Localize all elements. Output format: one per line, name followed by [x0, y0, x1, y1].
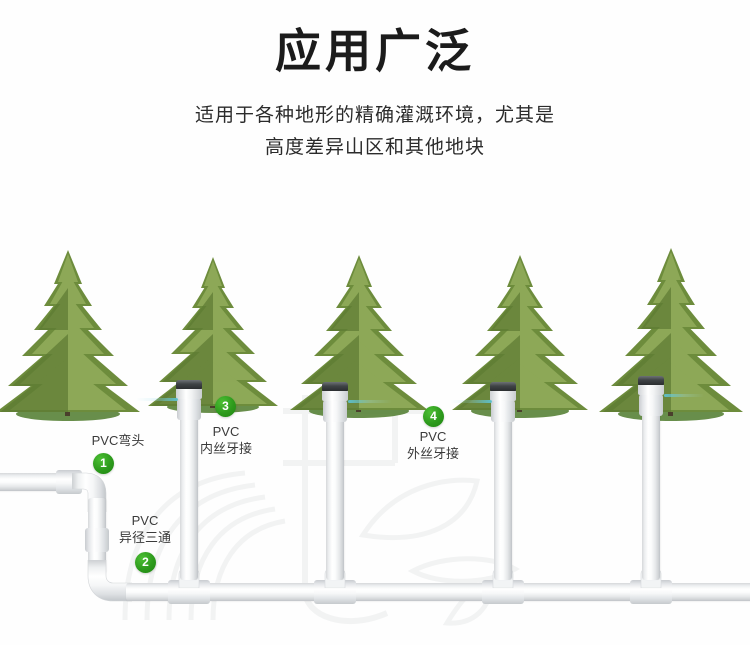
sprinkler-cap-4: [638, 376, 664, 385]
sprinkler-head-4: [638, 376, 664, 395]
callout-1-badge[interactable]: 1: [93, 453, 114, 474]
subtitle-line-2: 高度差异山区和其他地块: [264, 137, 485, 158]
callout-2-label-line-2: 异径三通: [118, 530, 171, 545]
tree-3: [288, 252, 430, 420]
callout-4-label-line-1: PVC: [419, 429, 447, 444]
riser-2-collar: [323, 400, 347, 422]
tree-2: [146, 254, 280, 416]
sprinkler-cap-2: [322, 382, 348, 391]
callout-3-label-line-1: PVC: [212, 424, 240, 439]
sprinkler-head-1: [176, 380, 202, 399]
sprinkler-body-4: [638, 385, 664, 395]
callout-2-label-line-1: PVC: [131, 513, 159, 528]
sprinkler-head-3: [490, 382, 516, 401]
callout-2-label: PVC 异径三通: [105, 512, 185, 546]
tree-5: [596, 244, 746, 424]
page-title: 应用广泛: [275, 25, 475, 77]
header-block: 应用广泛 适用于各种地形的精确灌溉环境，尤其是 高度差异山区和其他地块: [0, 0, 750, 164]
callout-3-badge[interactable]: 3: [215, 396, 236, 417]
callout-4-label-line-2: 外丝牙接: [406, 446, 459, 461]
riser-4-collar: [639, 394, 663, 416]
riser-3-collar: [491, 400, 515, 422]
page-subtitle: 适用于各种地形的精确灌溉环境，尤其是 高度差异山区和其他地块: [0, 100, 750, 164]
callout-1-label: PVC弯头: [78, 432, 158, 449]
sprinkler-cap-3: [490, 382, 516, 391]
pipe-drop-collar: [85, 528, 109, 552]
sprinkler-body-1: [176, 389, 202, 399]
tree-4: [450, 252, 590, 420]
water-spray-4: [664, 394, 704, 397]
riser-1-collar: [177, 398, 201, 420]
water-spray-2: [348, 400, 392, 403]
callout-2-badge[interactable]: 2: [135, 552, 156, 573]
riser-1: [180, 400, 198, 580]
subtitle-line-1: 适用于各种地形的精确灌溉环境，尤其是: [194, 105, 555, 126]
water-spray-3: [450, 400, 492, 403]
callout-4-badge[interactable]: 4: [423, 406, 444, 427]
callout-3-label-line-2: 内丝牙接: [199, 441, 252, 456]
riser-4: [642, 396, 660, 580]
callout-1-label-line-1: PVC弯头: [91, 433, 145, 448]
tree-1: [0, 246, 142, 424]
callout-4-label: PVC 外丝牙接: [393, 428, 473, 462]
riser-2: [326, 402, 344, 580]
callout-3-label: PVC 内丝牙接: [186, 423, 266, 457]
sprinkler-body-3: [490, 391, 516, 401]
pvc-elbow-bottom: [84, 560, 132, 602]
sprinkler-head-2: [322, 382, 348, 401]
water-spray-1: [136, 398, 178, 401]
sprinkler-cap-1: [176, 380, 202, 389]
pipe-main-lateral: [126, 583, 750, 601]
riser-3: [494, 402, 512, 580]
sprinkler-body-2: [322, 391, 348, 401]
